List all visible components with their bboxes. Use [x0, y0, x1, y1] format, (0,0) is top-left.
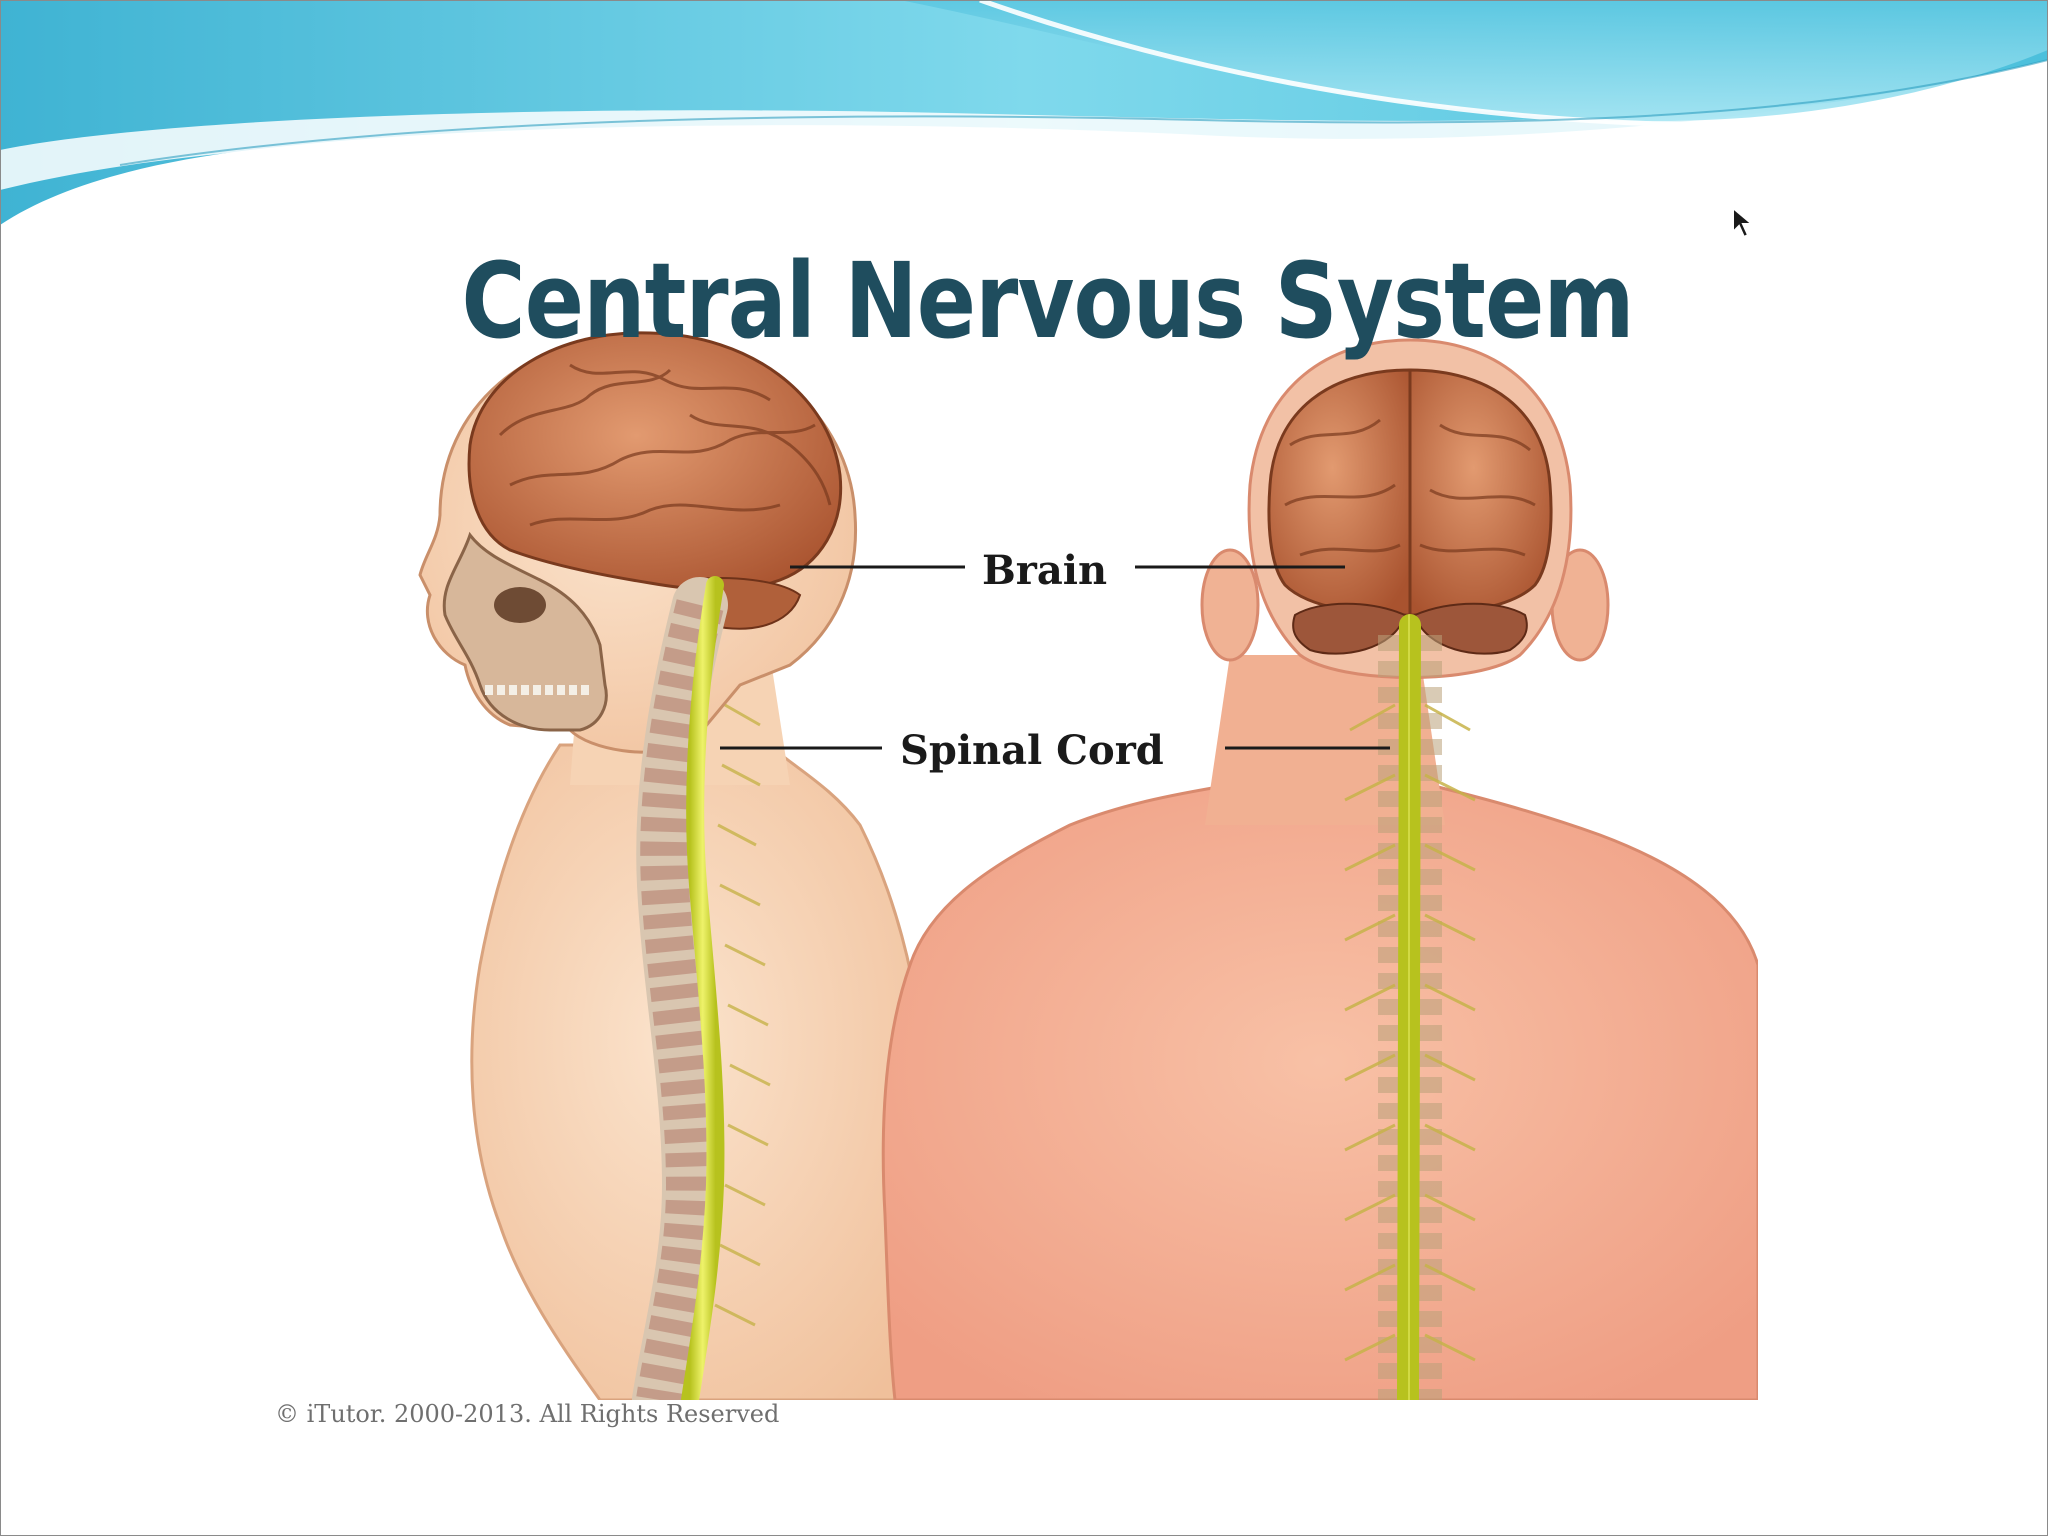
slide-title: Central Nervous System — [461, 240, 1635, 362]
cns-diagram: Central Nervous System Brain Spinal Cord — [270, 185, 1758, 1400]
copyright-notice: © iTutor. 2000-2013. All Rights Reserved — [275, 1400, 780, 1428]
label-leader-lines — [720, 565, 1390, 750]
mouse-pointer-icon — [1732, 206, 1755, 239]
back-view-figure — [881, 338, 1758, 1400]
cns-illustration — [418, 331, 1758, 1400]
spinal-cord-label: Spinal Cord — [900, 727, 1164, 774]
side-view-figure — [418, 331, 928, 1400]
header-wave-decoration — [0, 0, 2048, 225]
brain-label: Brain — [982, 547, 1108, 594]
